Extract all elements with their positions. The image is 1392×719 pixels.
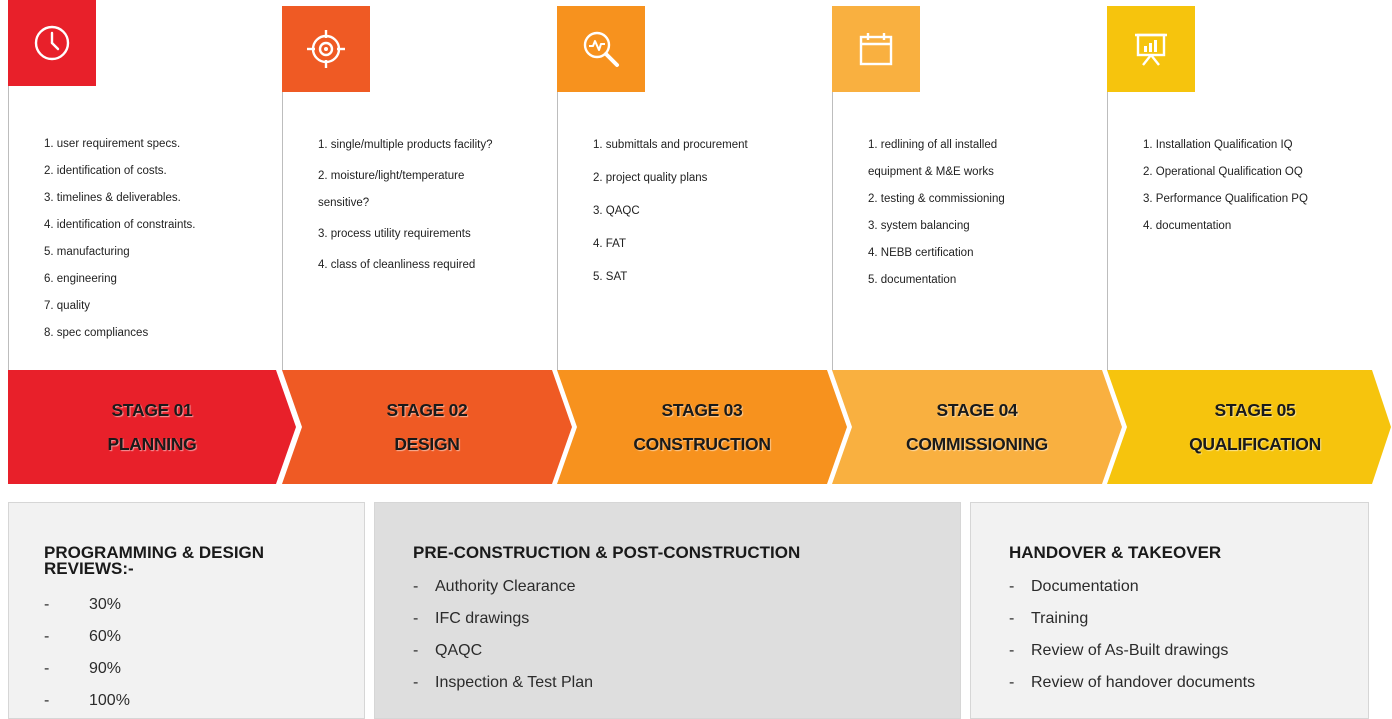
- stage-2-icon-box: [282, 6, 370, 92]
- list-item: -Training: [1009, 610, 1089, 627]
- stage-number: STAGE 02: [386, 400, 468, 420]
- list-item: 8. spec compliances: [44, 327, 149, 339]
- stage-name: DESIGN: [394, 434, 460, 454]
- list-item: -IFC drawings: [413, 610, 530, 627]
- calendar-icon: [859, 33, 893, 66]
- list-item: -Documentation: [1009, 578, 1139, 595]
- list-item: -Authority Clearance: [413, 578, 576, 595]
- stage-3-arrow: [557, 370, 847, 484]
- stage-5-icon-box: [1107, 6, 1195, 92]
- stage-4-label: STAGE 04 COMMISSIONING: [850, 370, 1104, 484]
- list-item: 4. documentation: [1143, 220, 1232, 232]
- list-item: 3. QAQC: [593, 205, 640, 217]
- stage-name: PLANNING: [107, 434, 197, 454]
- stage-1-arrow: [8, 370, 296, 484]
- stage-name: CONSTRUCTION: [633, 434, 771, 454]
- stage-number: STAGE 03: [661, 400, 743, 420]
- stage-1-label: STAGE 01 PLANNING: [8, 370, 296, 484]
- list-item: 3. process utility requirements: [318, 228, 471, 240]
- stage-3-card: 1. submittals and procurement 2. project…: [557, 92, 828, 370]
- list-item: 3. Performance Qualification PQ: [1143, 193, 1308, 205]
- list-item: 6. engineering: [44, 273, 117, 285]
- list-item: 7. quality: [44, 300, 91, 312]
- stage-5-card: 1. Installation Qualification IQ 2. Oper…: [1107, 92, 1378, 370]
- stage-2-arrow: [282, 370, 572, 484]
- list-item: -Review of handover documents: [1009, 674, 1256, 691]
- target-icon: [307, 30, 345, 68]
- presentation-chart-icon: [1135, 33, 1167, 66]
- stage-1-icon-box: [8, 0, 96, 86]
- panel-title: HANDOVER & TAKEOVER: [1009, 543, 1222, 562]
- list-item: 3. system balancing: [868, 220, 970, 232]
- list-item: 4. class of cleanliness required: [318, 259, 476, 271]
- list-item: 1. single/multiple products facility?: [318, 139, 493, 151]
- stage-4-card: 1. redlining of all installed equipment …: [832, 92, 1103, 370]
- list-item: -30%: [44, 596, 122, 613]
- list-item: 1. user requirement specs.: [44, 138, 181, 150]
- list-item: -60%: [44, 628, 122, 645]
- list-item: 5. SAT: [593, 271, 628, 283]
- construction-panel: PRE-CONSTRUCTION & POST-CONSTRUCTION -Au…: [374, 502, 961, 719]
- handover-panel: HANDOVER & TAKEOVER -Documentation -Trai…: [970, 502, 1369, 719]
- stage-3-label: STAGE 03 CONSTRUCTION: [575, 370, 829, 484]
- stage-4-arrow: [832, 370, 1122, 484]
- stage-number: STAGE 05: [1214, 400, 1296, 420]
- design-reviews-panel: PROGRAMMING & DESIGN REVIEWS:- -30% -60%…: [8, 502, 365, 719]
- stage-2-label: STAGE 02 DESIGN: [300, 370, 554, 484]
- panel-title: PROGRAMMING & DESIGN REVIEWS:-: [44, 543, 265, 578]
- list-item: 4. NEBB certification: [868, 247, 974, 259]
- panel-title: PRE-CONSTRUCTION & POST-CONSTRUCTION: [413, 543, 801, 562]
- list-item: 2. project quality plans: [593, 172, 708, 184]
- list-item: 1. submittals and procurement: [593, 139, 748, 151]
- stage-2-card: 1. single/multiple products facility? 2.…: [282, 92, 553, 370]
- list-item: 5. documentation: [868, 274, 957, 286]
- list-item: 1. Installation Qualification IQ: [1143, 139, 1293, 151]
- list-item: -Review of As-Built drawings: [1009, 642, 1229, 659]
- list-item: 2. moisture/light/temperature sensitive?: [318, 170, 465, 209]
- list-item: -90%: [44, 660, 122, 677]
- list-item: 4. FAT: [593, 238, 627, 250]
- stage-1-card: 1. user requirement specs. 2. identifica…: [8, 86, 277, 370]
- list-item: 1. redlining of all installed equipment …: [868, 139, 998, 178]
- clock-icon: [34, 25, 70, 61]
- stage-name: QUALIFICATION: [1189, 434, 1321, 454]
- list-item: -Inspection & Test Plan: [413, 674, 594, 691]
- stage-number: STAGE 01: [111, 400, 193, 420]
- stage-4-icon-box: [832, 6, 920, 92]
- stage-name: COMMISSIONING: [906, 434, 1048, 454]
- stage-number: STAGE 04: [936, 400, 1018, 420]
- stage-5-label: STAGE 05 QUALIFICATION: [1125, 370, 1385, 484]
- magnifier-pulse-icon: [583, 31, 619, 67]
- stage-arrow-banner: [8, 370, 1391, 484]
- stage-5-arrow: [1107, 370, 1391, 484]
- stage-3-icon-box: [557, 6, 645, 92]
- list-item: 2. testing & commissioning: [868, 193, 1005, 205]
- list-item: -100%: [44, 692, 130, 709]
- list-item: 5. manufacturing: [44, 246, 130, 258]
- list-item: 4. identification of constraints.: [44, 219, 196, 231]
- list-item: 3. timelines & deliverables.: [44, 192, 181, 204]
- list-item: 2. Operational Qualification OQ: [1143, 166, 1303, 178]
- list-item: 2. identification of costs.: [44, 165, 167, 177]
- list-item: -QAQC: [413, 642, 483, 659]
